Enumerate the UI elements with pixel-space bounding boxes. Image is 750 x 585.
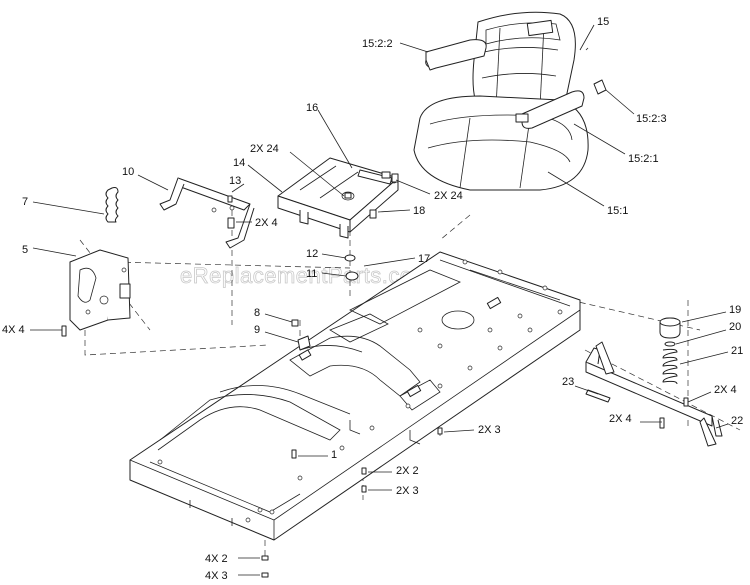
callout-2x3-a: 2X 3 [478,424,501,436]
callout-4x4: 4X 4 [2,324,25,336]
callout-17: 17 [418,253,430,265]
rear-bracket [585,341,723,447]
callout-12: 12 [306,248,318,260]
mount-bracket [69,249,131,331]
callout-2x2-a: 2X 2 [396,465,419,477]
callout-4x3: 4X 3 [205,570,228,582]
callout-9: 9 [254,324,260,336]
callout-2x4-c: 2X 4 [609,413,632,425]
seat-plate [277,157,399,239]
callout-2x24-a: 2X 24 [250,143,279,155]
callout-21: 21 [731,345,743,357]
callout-20: 20 [729,321,741,333]
callout-14: 14 [233,157,245,169]
callout-10: 10 [122,166,134,178]
callout-2x24-b: 2X 24 [434,190,463,202]
callout-15-2-2: 15:2:2 [362,38,393,50]
callout-15: 15 [597,16,609,28]
frame [129,251,581,541]
bumper-spring [659,317,681,385]
callout-13: 13 [229,175,241,187]
callout-1: 1 [331,449,337,461]
callout-2x4-a: 2X 4 [255,217,278,229]
callout-18: 18 [413,205,425,217]
seat-bracket [159,177,255,249]
callout-23: 23 [562,376,574,388]
callout-2x4-b: 2X 4 [714,384,737,396]
callout-15-2-1: 15:2:1 [628,153,659,165]
callout-15-1: 15:1 [607,205,628,217]
leader-lines [30,24,729,576]
callout-22: 22 [731,415,743,427]
callout-7: 7 [22,196,28,208]
spring [105,187,119,223]
callout-11: 11 [306,268,317,280]
callout-15-2-3: 15:2:3 [636,113,667,125]
callout-8: 8 [254,307,260,319]
callout-4x2: 4X 2 [205,553,228,565]
callout-19: 19 [729,304,741,316]
callout-16: 16 [306,102,318,114]
callout-5: 5 [22,244,28,256]
seat-assembly [413,11,607,191]
callout-2x3-b: 2X 3 [396,485,419,497]
